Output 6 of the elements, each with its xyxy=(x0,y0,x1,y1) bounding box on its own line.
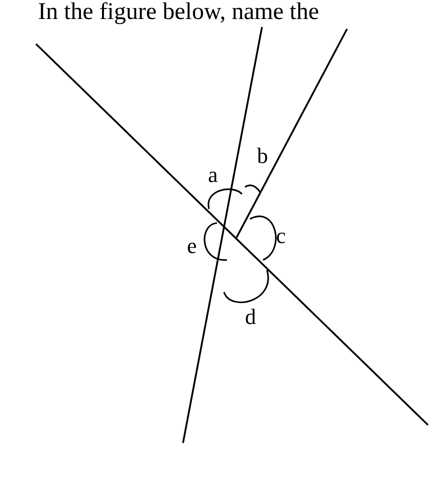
angle-label: b xyxy=(257,145,268,167)
angle-label: d xyxy=(245,306,256,328)
sentence: In the figure below, name the xyxy=(38,0,320,24)
angle-label: e xyxy=(187,235,197,257)
angle-label: c xyxy=(276,225,286,247)
angle-label: a xyxy=(208,164,218,186)
